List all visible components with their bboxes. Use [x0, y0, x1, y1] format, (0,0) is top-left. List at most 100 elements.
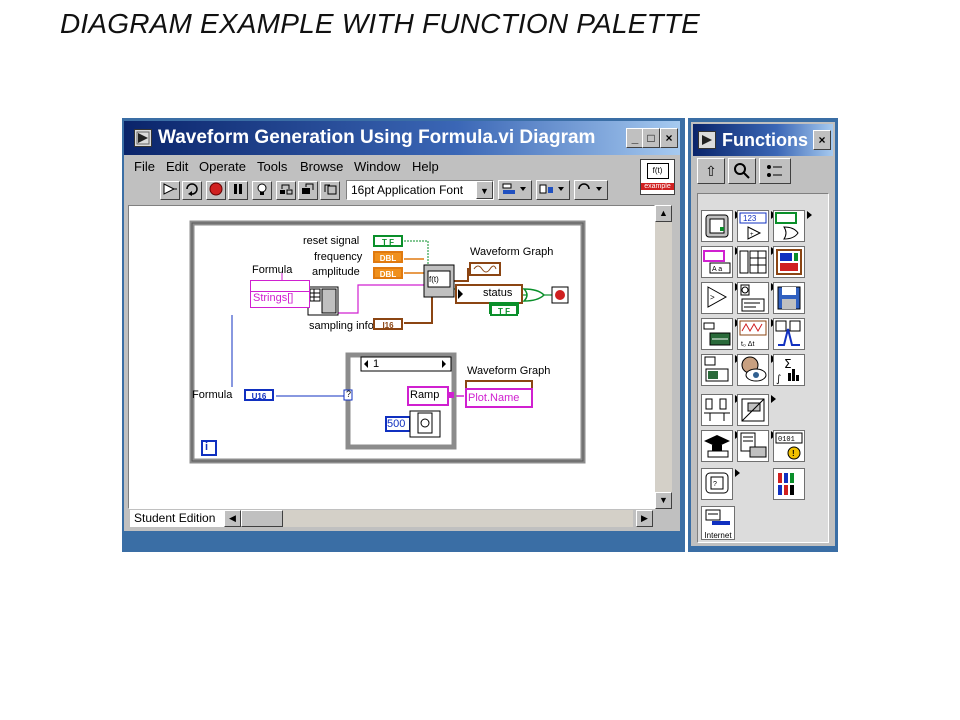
scroll-down-icon[interactable]: ▼ — [655, 492, 672, 509]
scroll-right-icon[interactable]: ▶ — [636, 510, 653, 527]
select-vi-icon[interactable]: ? — [701, 468, 733, 500]
amplitude-terminal[interactable]: DBL — [373, 267, 403, 279]
tutorial-icon[interactable] — [701, 430, 733, 462]
svg-text:∫: ∫ — [776, 374, 781, 385]
status-tf-label: T F — [490, 304, 518, 316]
diagram-titlebar[interactable]: Waveform Generation Using Formula.vi Dia… — [124, 121, 680, 155]
chevron-right-icon — [735, 469, 740, 477]
close-button[interactable]: × — [660, 128, 678, 148]
numeric-icon[interactable]: 123+ — [737, 210, 769, 242]
label-formula-top: Formula — [252, 264, 293, 276]
label-waveform-graph-bottom: Waveform Graph — [467, 365, 551, 377]
palette-close-button[interactable]: × — [813, 130, 831, 150]
run-continuously-icon[interactable] — [182, 181, 202, 200]
menu-file[interactable]: File — [134, 159, 155, 174]
svg-text:?: ? — [713, 481, 717, 488]
plot-name-node — [465, 388, 533, 408]
label-formula-left: Formula — [192, 389, 233, 401]
align-objects-button[interactable] — [498, 180, 532, 200]
step-over-icon[interactable] — [298, 181, 318, 200]
svg-text:0101: 0101 — [778, 436, 795, 444]
menu-tools[interactable]: Tools — [257, 159, 288, 174]
menu-edit[interactable]: Edit — [166, 159, 189, 174]
label-reset-signal: reset signal — [303, 235, 360, 247]
run-button[interactable] — [160, 181, 180, 200]
waveform-graph-terminal-bottom — [465, 380, 533, 390]
cluster-icon[interactable] — [773, 246, 805, 278]
frequency-terminal[interactable]: DBL — [373, 251, 403, 263]
context-help-icon[interactable]: f(t) example — [640, 159, 675, 195]
case-selector-label — [360, 356, 452, 372]
time-dialog-icon[interactable] — [737, 282, 769, 314]
internet-icon[interactable]: Internet — [701, 506, 735, 540]
distribute-objects-button[interactable] — [536, 180, 570, 200]
svg-text:>: > — [710, 293, 715, 302]
step-out-icon[interactable] — [320, 181, 340, 200]
font-select[interactable]: 16pt Application Font ▼ — [346, 180, 494, 200]
comparison-icon[interactable]: > — [701, 282, 733, 314]
formula-string-array[interactable]: Strings[] — [250, 280, 310, 308]
instrument-io-icon[interactable] — [701, 354, 733, 386]
palette-options-button[interactable] — [759, 158, 791, 184]
label-sampling-info: sampling info — [309, 320, 374, 332]
structures-icon[interactable] — [701, 210, 733, 242]
label-info: i — [205, 441, 209, 453]
iteration-info-icon — [201, 440, 217, 456]
palette-titlebar[interactable]: Functions × — [693, 124, 833, 156]
or-gate — [522, 288, 546, 302]
status-bar: Student Edition ◀ ▶ — [128, 509, 672, 528]
array-icon[interactable] — [737, 246, 769, 278]
motion-vision-icon[interactable] — [737, 354, 769, 386]
pause-button[interactable] — [228, 181, 248, 200]
application-control-icon[interactable] — [737, 394, 769, 426]
case-selector-value[interactable]: 1 — [373, 358, 380, 370]
minimize-button[interactable]: _ — [626, 128, 644, 148]
svg-text:t₀ Δt: t₀ Δt — [741, 341, 754, 348]
string-icon[interactable]: A a — [701, 246, 733, 278]
communication-icon[interactable] — [701, 394, 733, 426]
window-title: Waveform Generation Using Formula.vi Dia… — [158, 127, 596, 148]
scroll-left-icon[interactable]: ◀ — [224, 510, 241, 527]
reset-signal-terminal[interactable]: T F — [373, 235, 403, 247]
reorder-button[interactable] — [574, 180, 608, 200]
sampling-info-terminal[interactable]: I16 — [373, 318, 403, 330]
step-into-icon[interactable] — [276, 181, 296, 200]
menu-help[interactable]: Help — [412, 159, 439, 174]
analyze-icon[interactable] — [773, 318, 805, 350]
chevron-right-icon — [807, 211, 812, 219]
chevron-down-icon[interactable]: ▼ — [476, 181, 493, 199]
menu-window[interactable]: Window — [354, 159, 401, 174]
file-io-icon[interactable] — [773, 282, 805, 314]
highlight-execution-icon[interactable] — [252, 181, 272, 200]
hscroll-thumb[interactable] — [241, 510, 283, 527]
scroll-up-icon[interactable]: ▲ — [655, 205, 672, 222]
wire-sampling-info — [404, 291, 433, 324]
menu-bar: File Edit Operate Tools Browse Window He… — [126, 157, 640, 177]
advanced-icon[interactable]: 0101! — [773, 430, 805, 462]
label-waveform-graph-top: Waveform Graph — [470, 246, 554, 258]
while-loop-outline — [191, 222, 584, 462]
formula-u16-terminal[interactable]: U16 — [244, 389, 274, 401]
student-edition-label: Student Edition — [130, 510, 224, 527]
vertical-scrollbar[interactable]: ▲ ▼ — [655, 205, 672, 509]
internet-label: Internet — [704, 531, 732, 540]
data-acquisition-icon[interactable] — [701, 318, 733, 350]
label-amplitude: amplitude — [312, 266, 360, 278]
maximize-button[interactable]: □ — [642, 128, 660, 148]
report-generation-icon[interactable] — [737, 430, 769, 462]
mathematics-icon[interactable]: Σ∫ — [773, 354, 805, 386]
boolean-icon[interactable] — [773, 210, 805, 242]
svg-text:123: 123 — [743, 214, 757, 223]
svg-text:A a: A a — [712, 266, 722, 273]
abort-button[interactable] — [206, 181, 226, 200]
waveform-icon[interactable]: t₀ Δt — [737, 318, 769, 350]
label-ramp[interactable]: Ramp — [410, 389, 440, 401]
palette-up-button[interactable]: ⇧ — [697, 158, 725, 184]
label-frequency: frequency — [314, 251, 363, 263]
palette-search-button[interactable] — [728, 158, 756, 184]
user-libraries-icon[interactable] — [773, 468, 805, 500]
menu-browse[interactable]: Browse — [300, 159, 344, 174]
label-500[interactable]: 500 — [387, 418, 406, 430]
hscroll-track[interactable] — [283, 510, 633, 527]
menu-operate[interactable]: Operate — [199, 159, 246, 174]
